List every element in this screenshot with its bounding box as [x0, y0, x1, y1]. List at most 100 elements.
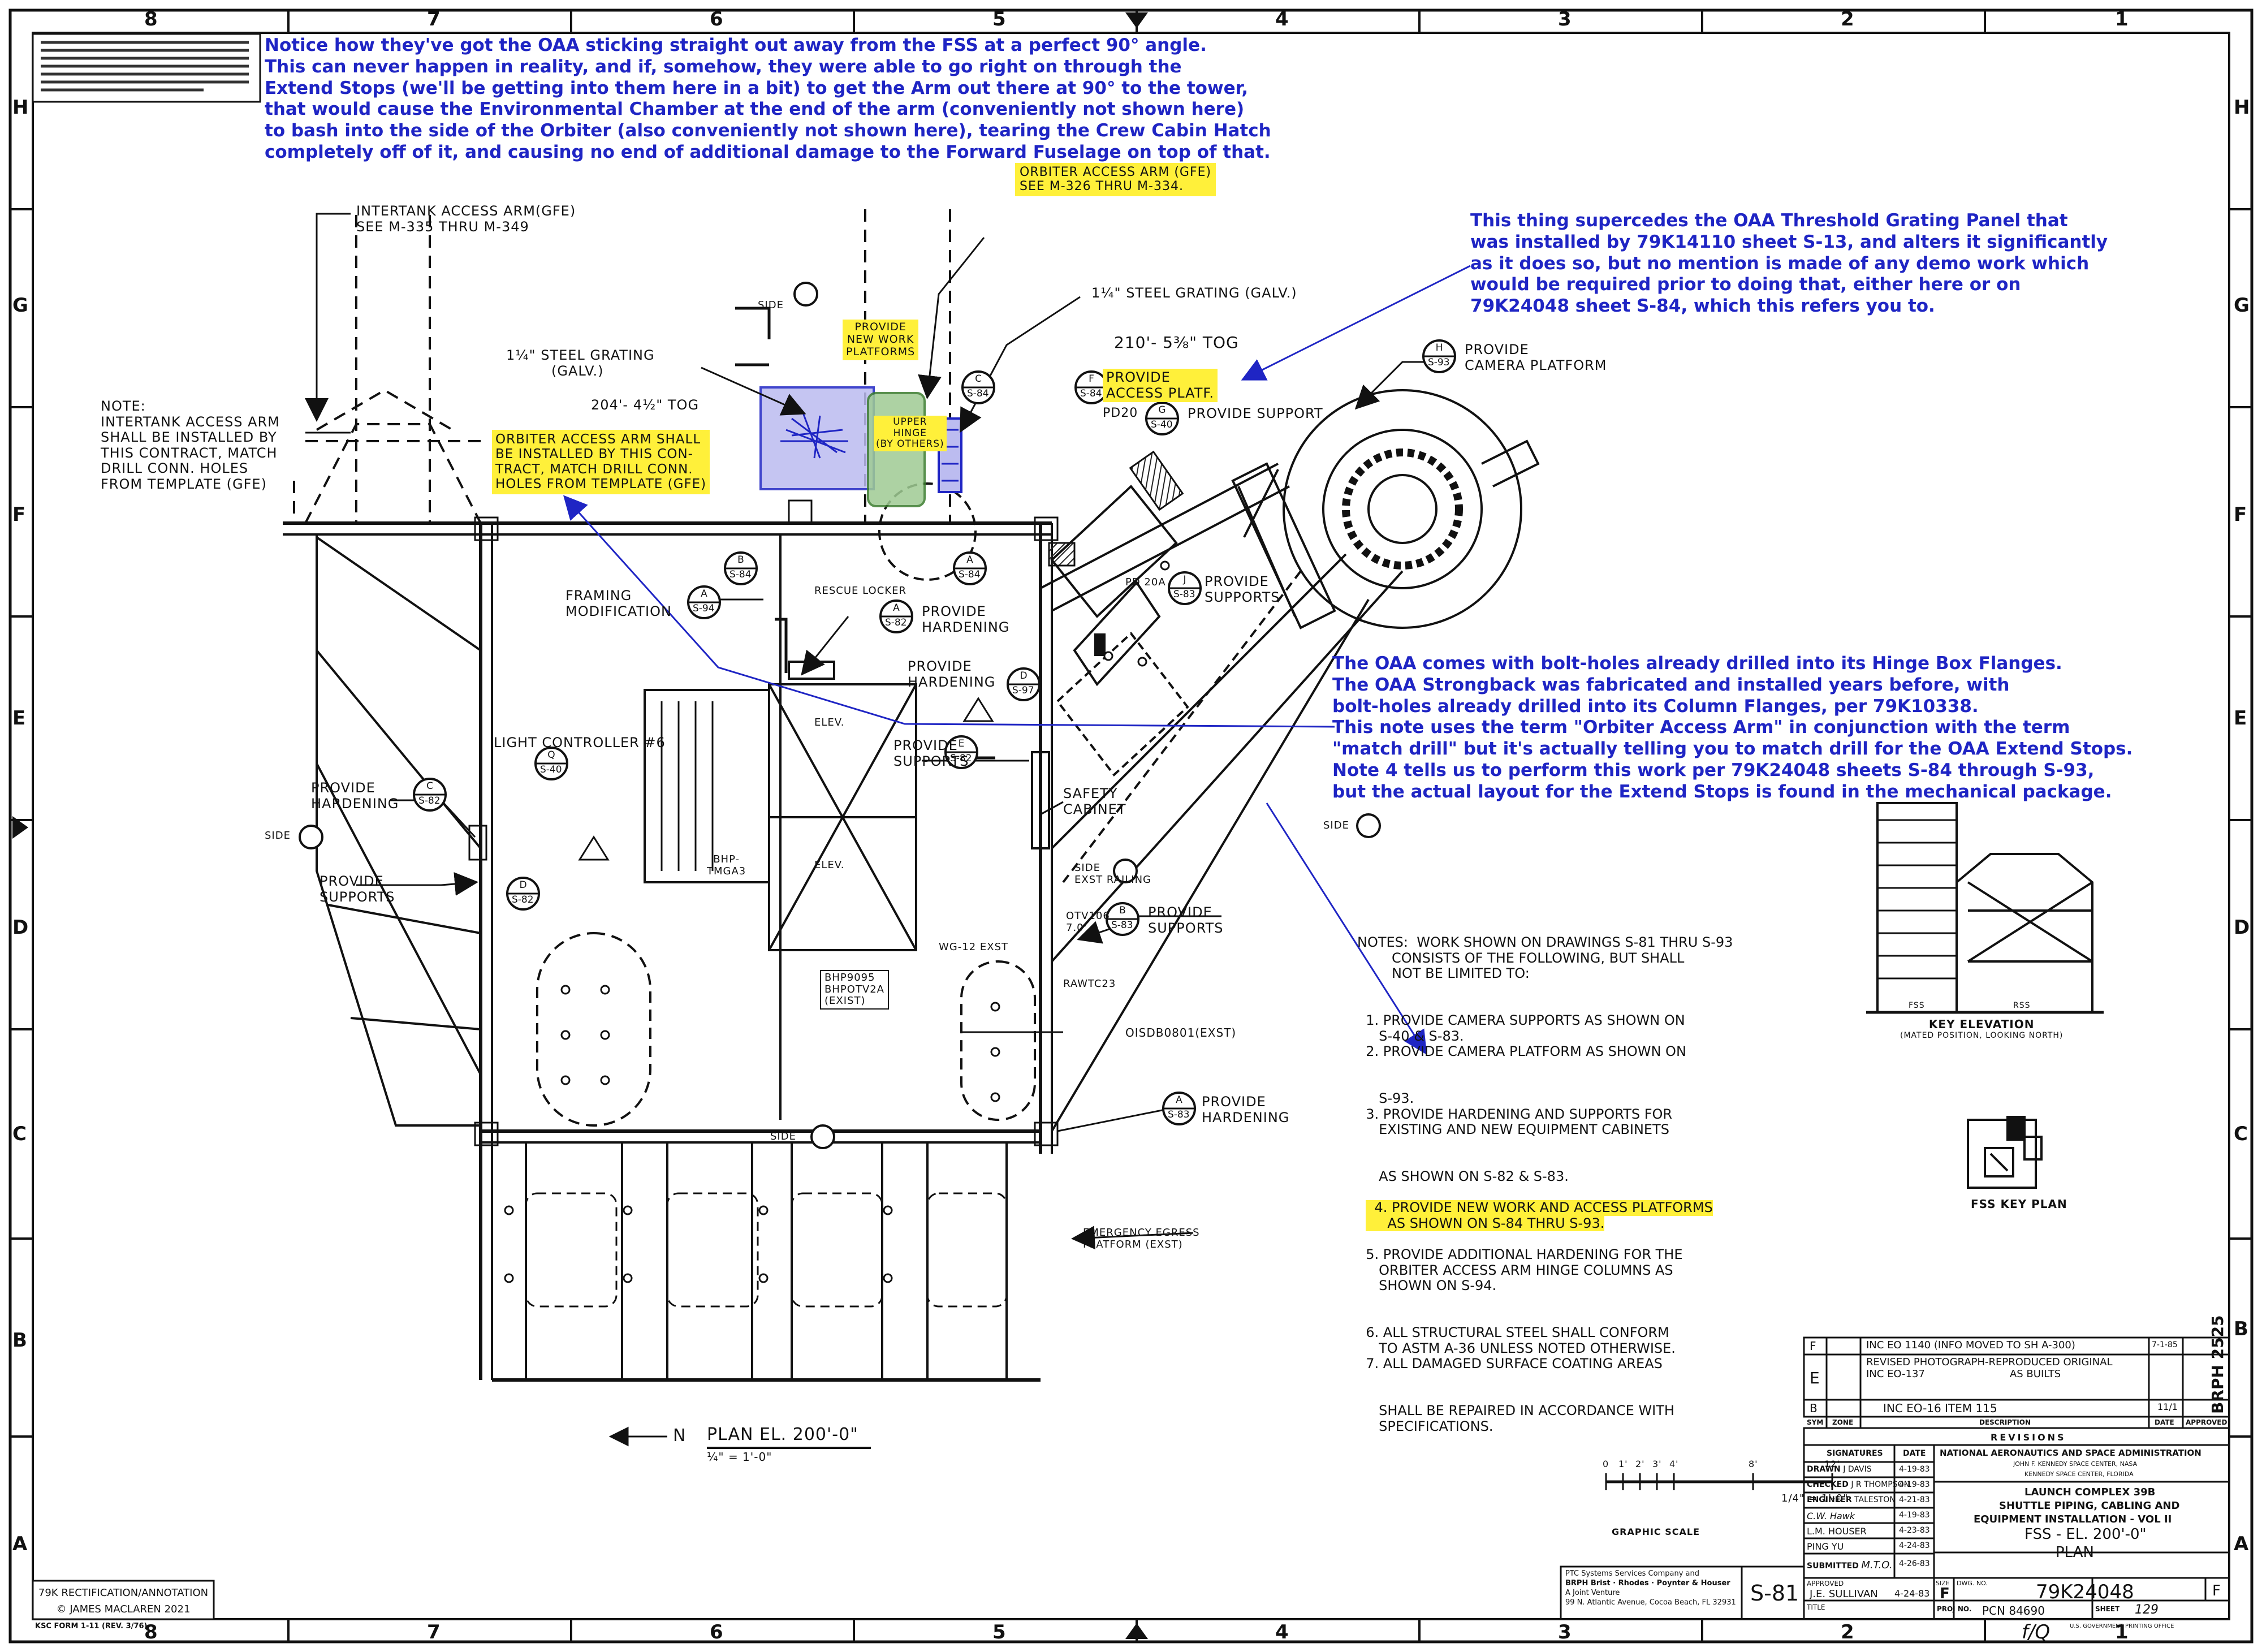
label-steel-grating-right: 1¼" STEEL GRATING (GALV.)	[1091, 285, 1297, 301]
tb-sig-row-1: DRAWN J DAVIS	[1807, 1465, 1872, 1474]
zone-row-e-right: E	[2234, 707, 2247, 730]
zone-row-d-right: D	[2234, 916, 2250, 939]
rev-sym-b: B	[1810, 1401, 1818, 1415]
callout-dividers	[414, 355, 1455, 1110]
tb-sig-row-5: L.M. HOUSER	[1807, 1526, 1867, 1537]
label-graphic-scale: GRAPHIC SCALE	[1612, 1526, 1700, 1537]
scale-tick-3: 3'	[1652, 1459, 1662, 1469]
tb-agency: NATIONAL AERONAUTICS AND SPACE ADMINISTR…	[1940, 1448, 2201, 1458]
label-side-3: SIDE	[770, 1131, 796, 1142]
rev-header-date: DATE	[2155, 1418, 2174, 1426]
zone-col-5-bottom: 5	[992, 1621, 1006, 1644]
label-intertank: INTERTANK ACCESS ARM(GFE)SEE M-335 THRU …	[356, 203, 576, 235]
tb-approved-label: APPROVED	[1807, 1580, 1844, 1588]
label-elevator-2: ELEV.	[814, 859, 845, 871]
tb-sheet-number: 129	[2135, 1603, 2159, 1617]
hatched-parts	[1048, 450, 1184, 656]
zone-row-a-right: A	[2234, 1533, 2249, 1555]
label-scale-ratio: 1/4" = 1'-0"	[1781, 1493, 1849, 1504]
tb-sig-row-2: CHECKED J R THOMPSON	[1807, 1480, 1910, 1489]
footer-printing: U.S. GOVERNMENT PRINTING OFFICE	[2070, 1623, 2174, 1629]
tb-size-label: SIZE	[1936, 1580, 1950, 1587]
tb-sig-row-3: ENGINEER TALESTON	[1807, 1495, 1896, 1504]
tb-proj-number: PCN 84690	[1982, 1604, 2045, 1618]
label-steel-grating-left: 1¼" STEEL GRATING(GALV.)	[506, 347, 655, 379]
tb-sig-date-2: 4-19-83	[1899, 1480, 1930, 1489]
tb-subtitle-2: EQUIPMENT INSTALLATION - VOL II	[1974, 1513, 2172, 1525]
zone-row-f: F	[12, 503, 26, 526]
tb-dwg-label: DWG. NO.	[1957, 1580, 1988, 1587]
scale-tick-2: 2'	[1635, 1459, 1645, 1469]
tb-sig-row-4: C.W. Hawk	[1807, 1511, 1855, 1521]
scale-tick-8: 8'	[1749, 1459, 1758, 1469]
tb-sig-date-5: 4-23-83	[1899, 1526, 1930, 1535]
zone-col-6: 6	[710, 8, 723, 31]
tb-sheet-title-1: FSS - EL. 200'-0"	[2024, 1526, 2147, 1543]
tb-approved-name: J.E. SULLIVAN	[1810, 1588, 1878, 1600]
rev-desc-b: INC EO-16 ITEM 115	[1883, 1401, 1997, 1415]
label-wg12: WG-12 EXST	[939, 941, 1008, 953]
zone-col-7: 7	[427, 8, 441, 31]
label-fss-key-plan: FSS KEY PLAN	[1971, 1197, 2067, 1211]
tb-proj-label: PROJ NO.	[1937, 1605, 1972, 1613]
zone-col-4: 4	[1275, 8, 1289, 31]
tb-date-header: DATE	[1903, 1449, 1926, 1458]
label-side-1: SIDE	[758, 299, 784, 311]
zone-row-b-right: B	[2234, 1318, 2248, 1340]
zone-col-8-bottom: 8	[144, 1621, 158, 1644]
label-rescue-locker: RESCUE LOCKER	[814, 585, 906, 597]
annotation-oaa-angle: Notice how they've got the OAA sticking …	[265, 35, 1271, 163]
rev-header-zone: ZONE	[1832, 1418, 1854, 1426]
zone-col-4-bottom: 4	[1275, 1621, 1289, 1644]
center-arrows	[12, 12, 1148, 1639]
zone-col-2-bottom: 2	[1841, 1621, 1854, 1644]
tb-size: F	[1940, 1585, 1950, 1602]
zone-col-5: 5	[992, 8, 1006, 31]
tb-signatures-header: SIGNATURES	[1827, 1449, 1883, 1458]
tb-sheet-title-2: PLAN	[2056, 1544, 2094, 1561]
scale-tick-12: 12'	[1824, 1459, 1840, 1469]
tb-vertical-id: BRPH 2525	[2208, 1315, 2227, 1414]
rev-date-f: 7-1-85	[2152, 1340, 2178, 1349]
general-notes: NOTES: WORK SHOWN ON DRAWINGS S-81 THRU …	[1357, 934, 1733, 1434]
rev-sym-e: E	[1810, 1369, 1820, 1387]
rev-header-sym: SYM	[1807, 1418, 1824, 1426]
label-fss: FSS	[1909, 1001, 1925, 1010]
zone-col-2: 2	[1841, 8, 1854, 31]
zone-row-a: A	[12, 1533, 28, 1555]
scale-tick-4: 4'	[1669, 1459, 1679, 1469]
label-note-left: NOTE:INTERTANK ACCESS ARM SHALL BE INSTA…	[101, 398, 280, 492]
zone-row-c: C	[12, 1123, 27, 1145]
label-oisdb0801: OISDB0801(EXST)	[1125, 1026, 1237, 1039]
zone-row-e: E	[12, 707, 26, 730]
tb-sheet-id: S-81	[1750, 1581, 1799, 1606]
label-light-controller: LIGHT CONTROLLER #6	[494, 735, 666, 750]
tb-center: JOHN F. KENNEDY SPACE CENTER, NASA	[2013, 1460, 2138, 1468]
rev-desc-e: REVISED PHOTOGRAPH-REPRODUCED ORIGINAL I…	[1866, 1356, 2113, 1380]
label-bhp-tmga3: BHP-TMGA3	[707, 853, 746, 877]
zone-col-1: 1	[2115, 8, 2129, 31]
tb-firm: PTC Systems Services Company and BRPH Br…	[1565, 1569, 1736, 1607]
tb-sig-date-6: 4-24-83	[1899, 1541, 1930, 1550]
label-pd20a: PD 20A	[1125, 576, 1166, 588]
zone-col-8: 8	[144, 8, 158, 31]
triangle-marks	[578, 697, 994, 861]
revisions-title: REVISIONS	[1991, 1432, 2066, 1443]
rev-desc-f: INC EO 1140 (INFO MOVED TO SH A-300)	[1866, 1339, 2075, 1351]
